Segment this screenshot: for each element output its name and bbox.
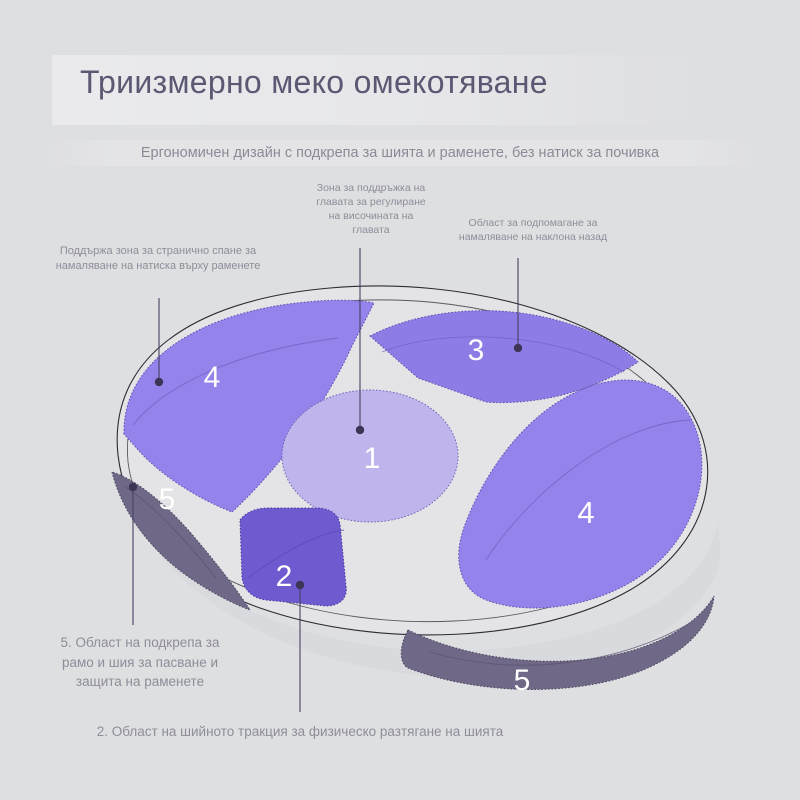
annotation-neck-traction: 2. Област на шийното тракция за физическ… bbox=[96, 724, 504, 739]
zone-number-4-right: 4 bbox=[577, 495, 594, 530]
zone-3 bbox=[369, 310, 639, 404]
annotation-head-support: Зона за поддръжка на главата за регулира… bbox=[316, 182, 426, 236]
leader-dot-zone-4-left bbox=[154, 377, 164, 387]
leader-dots bbox=[128, 343, 523, 590]
annotation-shoulder-neck-support: 5. Област на подкрепа за рамо и шия за п… bbox=[60, 635, 220, 690]
annotation-backward-tilt: Област за подпомагане за намаляване на н… bbox=[458, 217, 608, 243]
zone-number-5-left: 5 bbox=[159, 483, 176, 516]
page-title: Триизмерно меко омекотяване bbox=[80, 64, 548, 100]
zone-4-right bbox=[458, 379, 703, 609]
zone-5-left bbox=[111, 471, 252, 611]
zone-1 bbox=[281, 389, 459, 523]
zone-number-5-right: 5 bbox=[514, 664, 531, 697]
pillow-body bbox=[116, 285, 721, 680]
zone-5-right bbox=[400, 595, 715, 690]
annotation-side-sleeping: Поддържа зона за странично спане за нама… bbox=[55, 245, 261, 272]
header-panel bbox=[52, 55, 698, 125]
page-subtitle: Ергономичен дизайн с подкрепа за шията и… bbox=[140, 145, 660, 161]
leader-dot-zone-3 bbox=[513, 343, 523, 353]
zone-4-left bbox=[123, 299, 375, 513]
zone-number-3: 3 bbox=[468, 334, 485, 367]
subtitle-band bbox=[40, 140, 760, 166]
zone-number-1: 1 bbox=[364, 442, 381, 475]
zone-number-2: 2 bbox=[276, 560, 293, 593]
zone-2 bbox=[239, 507, 347, 607]
zone-number-4-left: 4 bbox=[204, 361, 221, 394]
leader-dot-zone-2 bbox=[295, 580, 305, 590]
leader-dot-zone-5-left bbox=[128, 482, 138, 492]
leader-dot-zone-1 bbox=[355, 425, 365, 435]
